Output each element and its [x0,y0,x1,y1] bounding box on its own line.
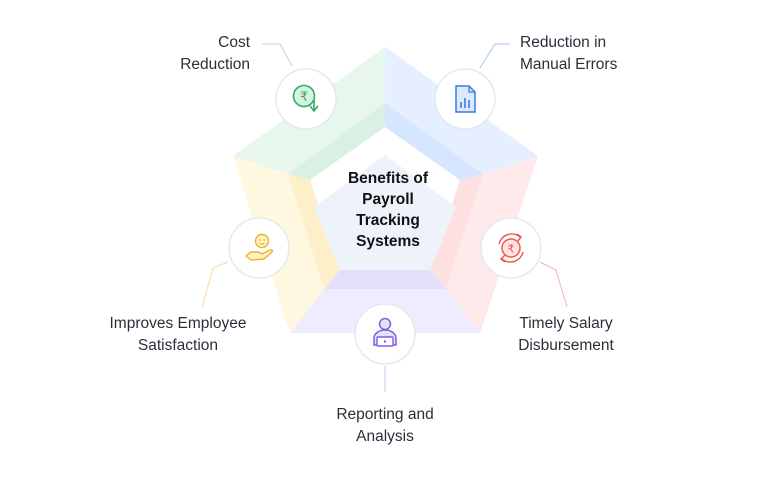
band-right [430,174,483,289]
center-title-line: Systems [356,233,420,250]
icon-circle-satisfaction [228,217,290,279]
label-reporting-analysis: Reporting and Analysis [336,406,434,445]
label-reduction-manual-errors: Reduction in Manual Errors [520,34,618,73]
band-top-right [385,103,483,180]
icon-circle-errors [434,68,496,130]
leader-line-cost [262,43,293,67]
center-pentagon [314,155,456,270]
rupee-down-arrow-icon: ₹ [292,84,319,113]
rupee-cycle-icon: ₹ [498,233,524,263]
icon-circle-salary: ₹ [480,217,542,279]
label-employee-satisfaction: Improves Employee Satisfaction [109,315,247,354]
leader-line-salary [539,261,568,308]
label-timely-salary: Timely Salary Disbursement [518,315,614,354]
leader-line-errors [479,43,510,69]
icon-circle-cost: ₹ [275,68,337,130]
hand-smiley-icon [244,233,273,261]
document-chart-icon [455,85,476,113]
band-top-left [288,103,385,180]
svg-text:₹: ₹ [300,90,308,105]
person-laptop-icon [373,317,397,347]
center-title: Benefits of Payroll Tracking Systems [318,168,458,252]
leader-line-satisfaction [201,261,229,309]
band-left [288,174,340,289]
center-title-line: Tracking [356,212,420,229]
band-bottom [324,270,446,289]
icon-circle-reporting [354,303,416,365]
label-cost-reduction: Cost Reduction [180,34,250,73]
center-title-line: Benefits of [347,170,429,187]
svg-text:₹: ₹ [508,243,515,256]
center-title-line: Payroll [362,191,414,208]
